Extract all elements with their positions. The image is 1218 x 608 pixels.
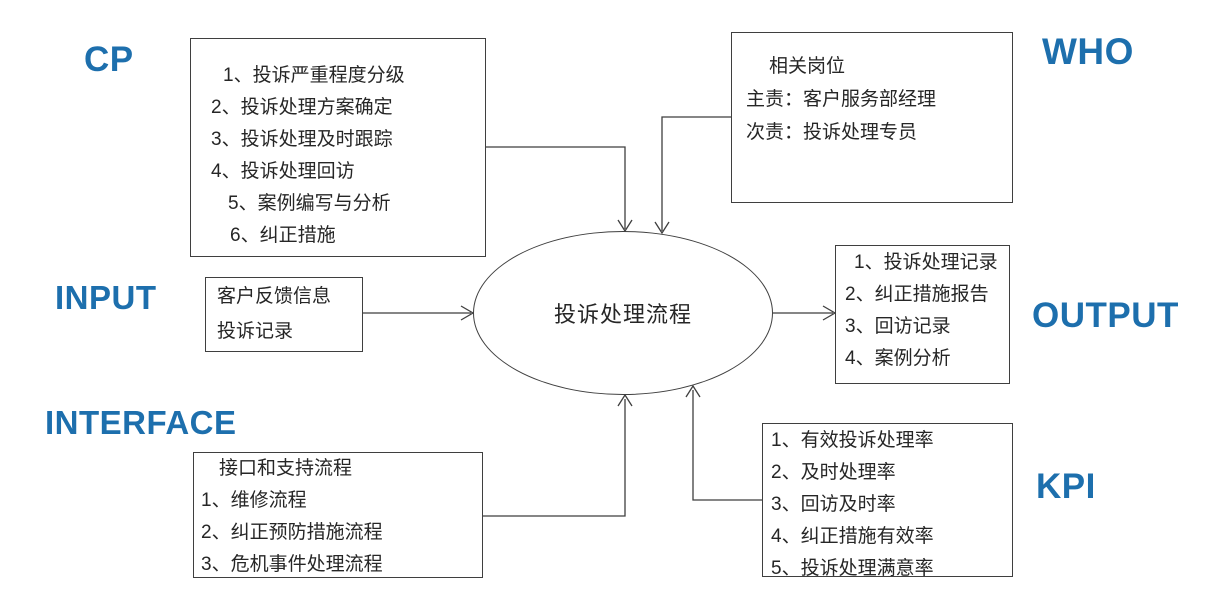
connector-cp-to-process bbox=[486, 146, 633, 233]
output-item: 4、案例分析 bbox=[845, 348, 951, 369]
process-ellipse: 投诉处理流程 bbox=[473, 231, 773, 395]
interface-item: 3、危机事件处理流程 bbox=[201, 554, 383, 575]
who-roles-box: 相关岗位 主责：客户服务部经理 次责：投诉处理专员 bbox=[731, 32, 1013, 203]
cp-activities-box: 1、投诉严重程度分级 2、投诉处理方案确定 3、投诉处理及时跟踪 4、投诉处理回… bbox=[190, 38, 486, 257]
output-box: 1、投诉处理记录 2、纠正措施报告 3、回访记录 4、案例分析 bbox=[835, 245, 1010, 384]
label-interface: INTERFACE bbox=[45, 404, 237, 441]
interface-box: 接口和支持流程 1、维修流程 2、纠正预防措施流程 3、危机事件处理流程 bbox=[193, 452, 483, 578]
cp-item: 6、纠正措施 bbox=[230, 225, 336, 246]
kpi-item: 3、回访及时率 bbox=[771, 494, 896, 515]
who-role-line: 次责：投诉处理专员 bbox=[746, 122, 918, 143]
output-item: 3、回访记录 bbox=[845, 316, 951, 337]
interface-box-title: 接口和支持流程 bbox=[219, 458, 353, 479]
who-role-line: 主责：客户服务部经理 bbox=[746, 89, 937, 110]
cp-item: 1、投诉严重程度分级 bbox=[223, 65, 405, 86]
interface-item: 2、纠正预防措施流程 bbox=[201, 522, 383, 543]
cp-item: 3、投诉处理及时跟踪 bbox=[211, 129, 393, 150]
connector-interface-to-process bbox=[483, 393, 633, 517]
label-who: WHO bbox=[1042, 31, 1134, 72]
interface-item: 1、维修流程 bbox=[201, 490, 307, 511]
connector-kpi-to-process bbox=[685, 384, 762, 501]
kpi-box: 1、有效投诉处理率 2、及时处理率 3、回访及时率 4、纠正措施有效率 5、投诉… bbox=[762, 423, 1013, 579]
kpi-item: 1、有效投诉处理率 bbox=[771, 430, 934, 451]
label-kpi: KPI bbox=[1036, 467, 1096, 506]
kpi-item: 4、纠正措施有效率 bbox=[771, 526, 934, 547]
cp-item: 5、案例编写与分析 bbox=[228, 193, 391, 214]
output-item: 1、投诉处理记录 bbox=[854, 252, 998, 273]
label-output: OUTPUT bbox=[1032, 296, 1179, 335]
connector-who-to-process bbox=[654, 116, 731, 235]
kpi-item: 5、投诉处理满意率 bbox=[771, 558, 934, 579]
output-item: 2、纠正措施报告 bbox=[845, 284, 989, 305]
connector-process-to-output bbox=[773, 305, 837, 321]
input-line: 客户反馈信息 bbox=[217, 286, 332, 307]
cp-item: 2、投诉处理方案确定 bbox=[211, 97, 393, 118]
kpi-item: 2、及时处理率 bbox=[771, 462, 896, 483]
label-cp: CP bbox=[84, 40, 134, 79]
who-box-title: 相关岗位 bbox=[769, 56, 846, 77]
process-title: 投诉处理流程 bbox=[553, 302, 692, 327]
connector-input-to-process bbox=[363, 305, 475, 321]
input-box: 客户反馈信息 投诉记录 bbox=[205, 277, 363, 352]
cp-item: 4、投诉处理回访 bbox=[211, 161, 355, 182]
label-input: INPUT bbox=[55, 279, 157, 316]
input-line: 投诉记录 bbox=[217, 321, 294, 342]
